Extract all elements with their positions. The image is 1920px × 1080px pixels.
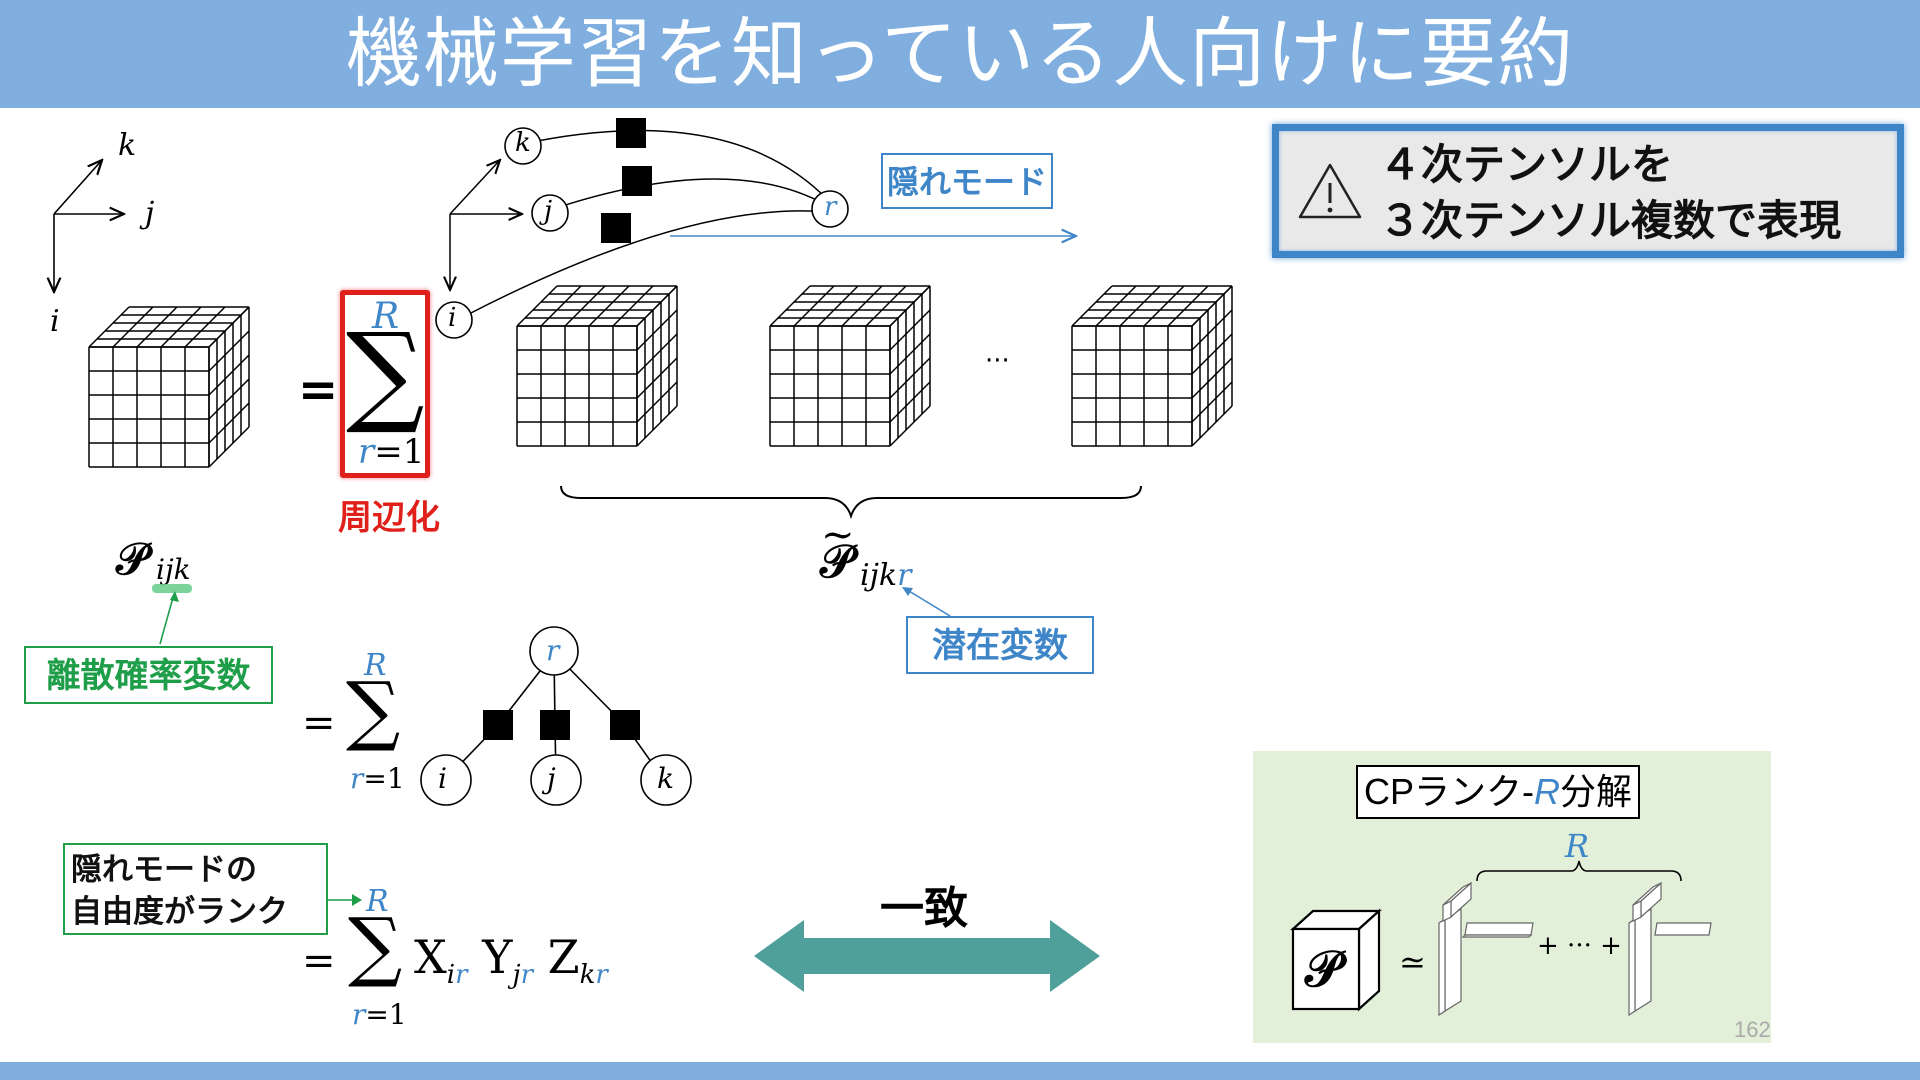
node-j-label: j [544,196,553,226]
discrete-rv-arrow [159,591,179,645]
equals-sign-2: = [302,700,336,746]
term-z: Zkr [547,930,608,991]
fg-node-i-label: i [438,762,447,795]
fg-node-j-label: j [547,762,556,795]
sum3-upper-limit: R [366,884,389,919]
cp-brace-label: R [1565,827,1590,865]
axes-diagram [40,130,170,300]
p-symbol: 𝒫 [116,534,148,585]
hidden-mode-label: 隠れモード [881,153,1053,209]
p-tilde-symbol: 𝒫 [820,534,854,588]
hidden-mode-rank-line1: 隠れモードの [71,852,257,888]
term-y: Yjr [482,930,534,991]
tensor-cube-4d [88,306,250,468]
warning-text: ４次テンソルを ３次テンソル複数で表現 [1379,137,1841,249]
tensor-cube-slice-1 [516,285,678,447]
cp-plus-terms: + ··· + [1537,931,1622,961]
p-tilde-tilde: ~ [821,512,855,558]
axis-j-label: j [145,196,155,231]
warning-icon [1298,163,1362,219]
fg-node-k-label: k [657,762,674,795]
term-x: Xir [414,930,468,991]
hidden-mode-rank-line2: 自由度がランク [71,894,288,930]
page-title: 機械学習を知っている人向けに要約 [345,9,1575,98]
warning-callout: ４次テンソルを ３次テンソル複数で表現 [1272,124,1904,258]
cp-diagram [1290,860,1712,1017]
sum3-lower-limit: r=1 [352,998,407,1031]
tensor-cube-slice-last [1071,285,1233,447]
sum3-symbol: ∑ [348,901,403,990]
fg-node-r-label: r [546,634,560,667]
equals-sign-3: = [302,938,336,984]
node-k-label: k [515,128,531,158]
title-bar [0,0,1920,108]
ellipsis: ··· [985,346,1010,376]
hidden-mode-rank-label: 隠れモードの 自由度がランク [63,843,328,935]
sum-upper-limit: R [372,296,400,337]
marginalize-label: 周辺化 [338,498,440,538]
footer-bar [0,1062,1920,1080]
match-label: 一致 [880,883,968,934]
warning-line2: ３次テンソル複数で表現 [1379,196,1842,245]
cp-title: CPランク-R分解 [1356,765,1641,819]
axis-i-label: i [50,304,60,339]
p-tilde-subscript: ijkr [860,558,912,593]
page-number: 162 [1734,1017,1771,1042]
factor-graph [420,626,692,806]
discrete-rv-label: 離散確率変数 [24,646,273,704]
sum-lower-limit: r=1 [358,432,425,472]
sum2-symbol: ∑ [346,665,401,754]
cp-decomposition-panel: CPランク-R分解 R 𝒫 ≃ + [1253,751,1771,1043]
tensor-cube-slice-2 [769,285,931,447]
hidden-mode-graph [435,118,1090,339]
subscript-highlight [152,584,192,593]
p-subscript: ijk [156,553,191,586]
latent-var-label: 潜在変数 [906,616,1094,674]
match-double-arrow [754,920,1100,992]
warning-line1: ４次テンソルを [1379,140,1674,189]
cp-tensor-symbol: 𝒫 [1305,939,1342,998]
sum2-lower-limit: r=1 [350,762,405,795]
sum-symbol: ∑ [346,309,425,437]
equals-sign-1: = [298,362,339,418]
product-terms: Xir Yjr Zkr [414,930,608,990]
sum2-upper-limit: R [364,648,387,683]
rank-arrow [328,894,362,906]
cp-approx-symbol: ≃ [1399,943,1426,981]
latent-var-arrow [902,587,951,617]
node-r-label: r [824,192,837,222]
axis-k-label: k [118,128,137,163]
slices-brace [560,485,1142,520]
marginalize-highlight-box [340,290,430,478]
node-i-label: i [448,303,457,333]
